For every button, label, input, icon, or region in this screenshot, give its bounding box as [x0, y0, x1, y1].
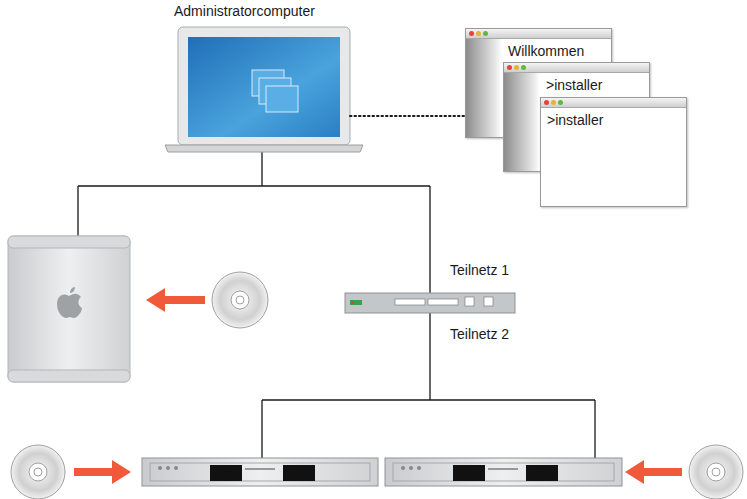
window-button — [558, 100, 563, 105]
window-button — [551, 100, 556, 105]
insert-arrow — [74, 288, 682, 484]
sidebar — [466, 39, 502, 137]
title-bar — [504, 63, 649, 73]
title-bar — [541, 98, 686, 108]
laptop — [165, 27, 363, 152]
network-switch — [345, 293, 515, 313]
rack-server — [385, 458, 622, 486]
window-text: >installer — [546, 77, 602, 93]
window-text: Willkommen — [508, 43, 584, 59]
window-button — [507, 65, 512, 70]
subnet-label: Teilnetz 1 — [450, 262, 509, 278]
rack-server — [142, 458, 378, 486]
subnet-label: Teilnetz 2 — [450, 326, 509, 342]
window-text: >installer — [547, 112, 603, 128]
window-button — [521, 65, 526, 70]
dotted-connector — [350, 115, 465, 117]
terminal-window: >installer — [540, 97, 687, 207]
window-button — [514, 65, 519, 70]
install-disc — [11, 272, 743, 499]
tower-server — [8, 236, 130, 382]
title-bar — [466, 29, 611, 39]
window-button — [483, 31, 488, 36]
window-button — [476, 31, 481, 36]
sidebar — [504, 73, 540, 171]
computer-node: Administratorcomputer — [178, 27, 350, 145]
window-button — [469, 31, 474, 36]
network-cable — [78, 152, 595, 458]
window-button — [544, 100, 549, 105]
computer-name: Administratorcomputer — [174, 3, 315, 19]
